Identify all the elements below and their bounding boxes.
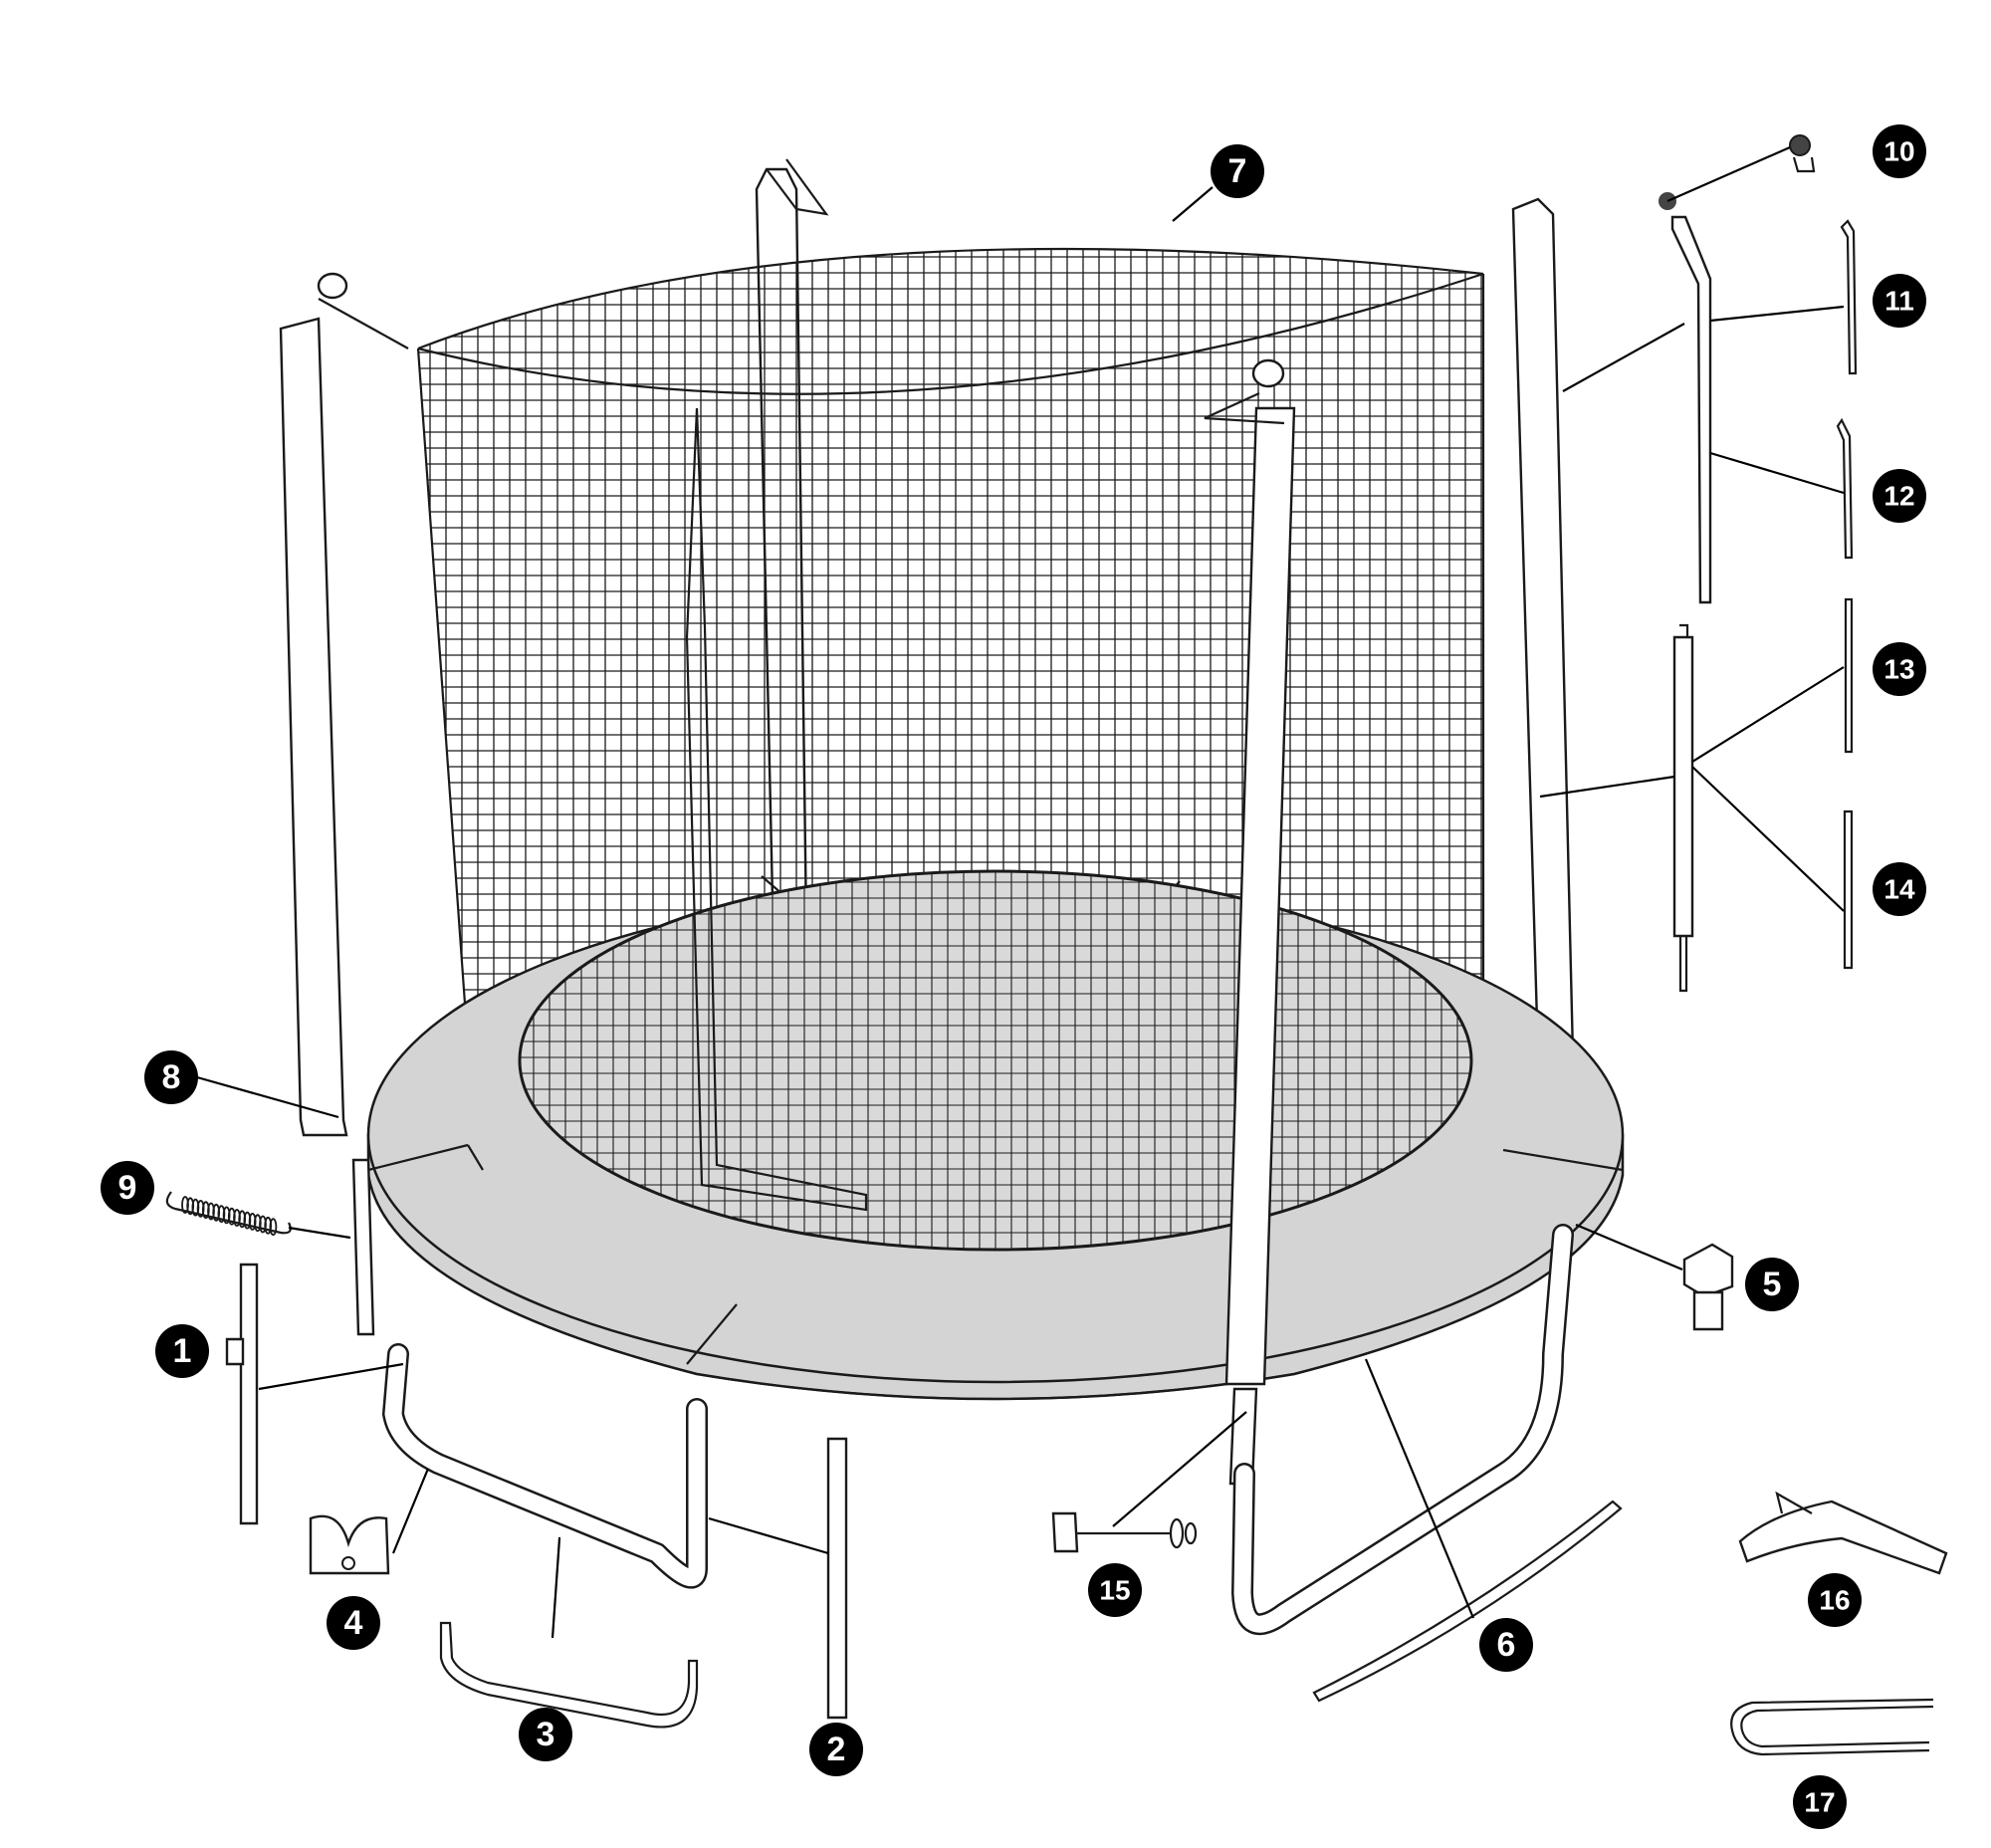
callout-badge-16: 16 [1808, 1573, 1862, 1627]
leader-lines [196, 145, 1845, 1639]
callout-badge-10: 10 [1873, 124, 1926, 178]
svg-text:14: 14 [1883, 874, 1915, 905]
part-t-connector-5 [1682, 1243, 1734, 1331]
svg-text:15: 15 [1099, 1575, 1130, 1606]
svg-text:8: 8 [162, 1058, 181, 1096]
svg-text:7: 7 [1228, 152, 1247, 190]
part-u-stake-17 [1730, 1698, 1934, 1756]
svg-text:9: 9 [118, 1169, 137, 1207]
part-curved-upper-pole-11 [1670, 215, 1858, 604]
callout-badge-1: 1 [155, 1324, 209, 1378]
callout-badge-4: 4 [327, 1596, 380, 1650]
svg-text:6: 6 [1497, 1626, 1516, 1664]
part-spring-tool-16 [1738, 1491, 1948, 1575]
part-w-leg-3 [439, 1621, 699, 1729]
callout-badge-17: 17 [1793, 1775, 1847, 1829]
callout-badge-14: 14 [1873, 862, 1926, 916]
part-lower-pole-14 [1843, 809, 1854, 970]
part-spring-9 [165, 1191, 292, 1236]
svg-text:5: 5 [1763, 1266, 1782, 1303]
svg-text:10: 10 [1883, 136, 1914, 167]
part-curved-upper-pole-12 [1836, 417, 1854, 560]
svg-text:16: 16 [1819, 1585, 1850, 1616]
spring-coil [269, 1218, 278, 1236]
callout-badge-13: 13 [1873, 642, 1926, 696]
front-left-enclosure-pole [279, 272, 409, 1336]
callout-badge-6: 6 [1479, 1618, 1533, 1672]
part-lower-pole-13 [1672, 597, 1854, 993]
callout-badge-9: 9 [101, 1161, 154, 1215]
svg-text:12: 12 [1883, 481, 1914, 512]
part-leg-cap-4 [309, 1514, 390, 1575]
callout-badge-7: 7 [1211, 144, 1264, 198]
front-right-enclosure-pole [1204, 358, 1296, 1486]
callout-badge-15: 15 [1088, 1563, 1142, 1617]
callout-badge-2: 2 [809, 1723, 863, 1776]
svg-text:2: 2 [827, 1731, 846, 1768]
callout-badge-11: 11 [1873, 274, 1926, 328]
part-frame-rail-6 [1312, 1500, 1623, 1703]
svg-text:11: 11 [1884, 286, 1914, 317]
part-bolt-15 [1051, 1511, 1198, 1553]
jumping-mat [518, 869, 1473, 1252]
part-ball-cap-10 [1659, 134, 1816, 210]
svg-text:13: 13 [1883, 654, 1914, 685]
svg-text:4: 4 [344, 1604, 363, 1642]
center-rear-pole [685, 407, 868, 1212]
part-leg-socket-1 [225, 1263, 259, 1525]
svg-text:1: 1 [173, 1332, 192, 1370]
callout-badge-12: 12 [1873, 469, 1926, 523]
svg-text:3: 3 [537, 1716, 555, 1753]
callout-badge-3: 3 [519, 1708, 572, 1761]
callout-badge-8: 8 [144, 1050, 198, 1104]
trampoline-legs [382, 1224, 1574, 1636]
callout-badge-5: 5 [1745, 1258, 1799, 1311]
svg-text:17: 17 [1804, 1787, 1835, 1818]
part-upright-leg-2 [826, 1437, 848, 1720]
